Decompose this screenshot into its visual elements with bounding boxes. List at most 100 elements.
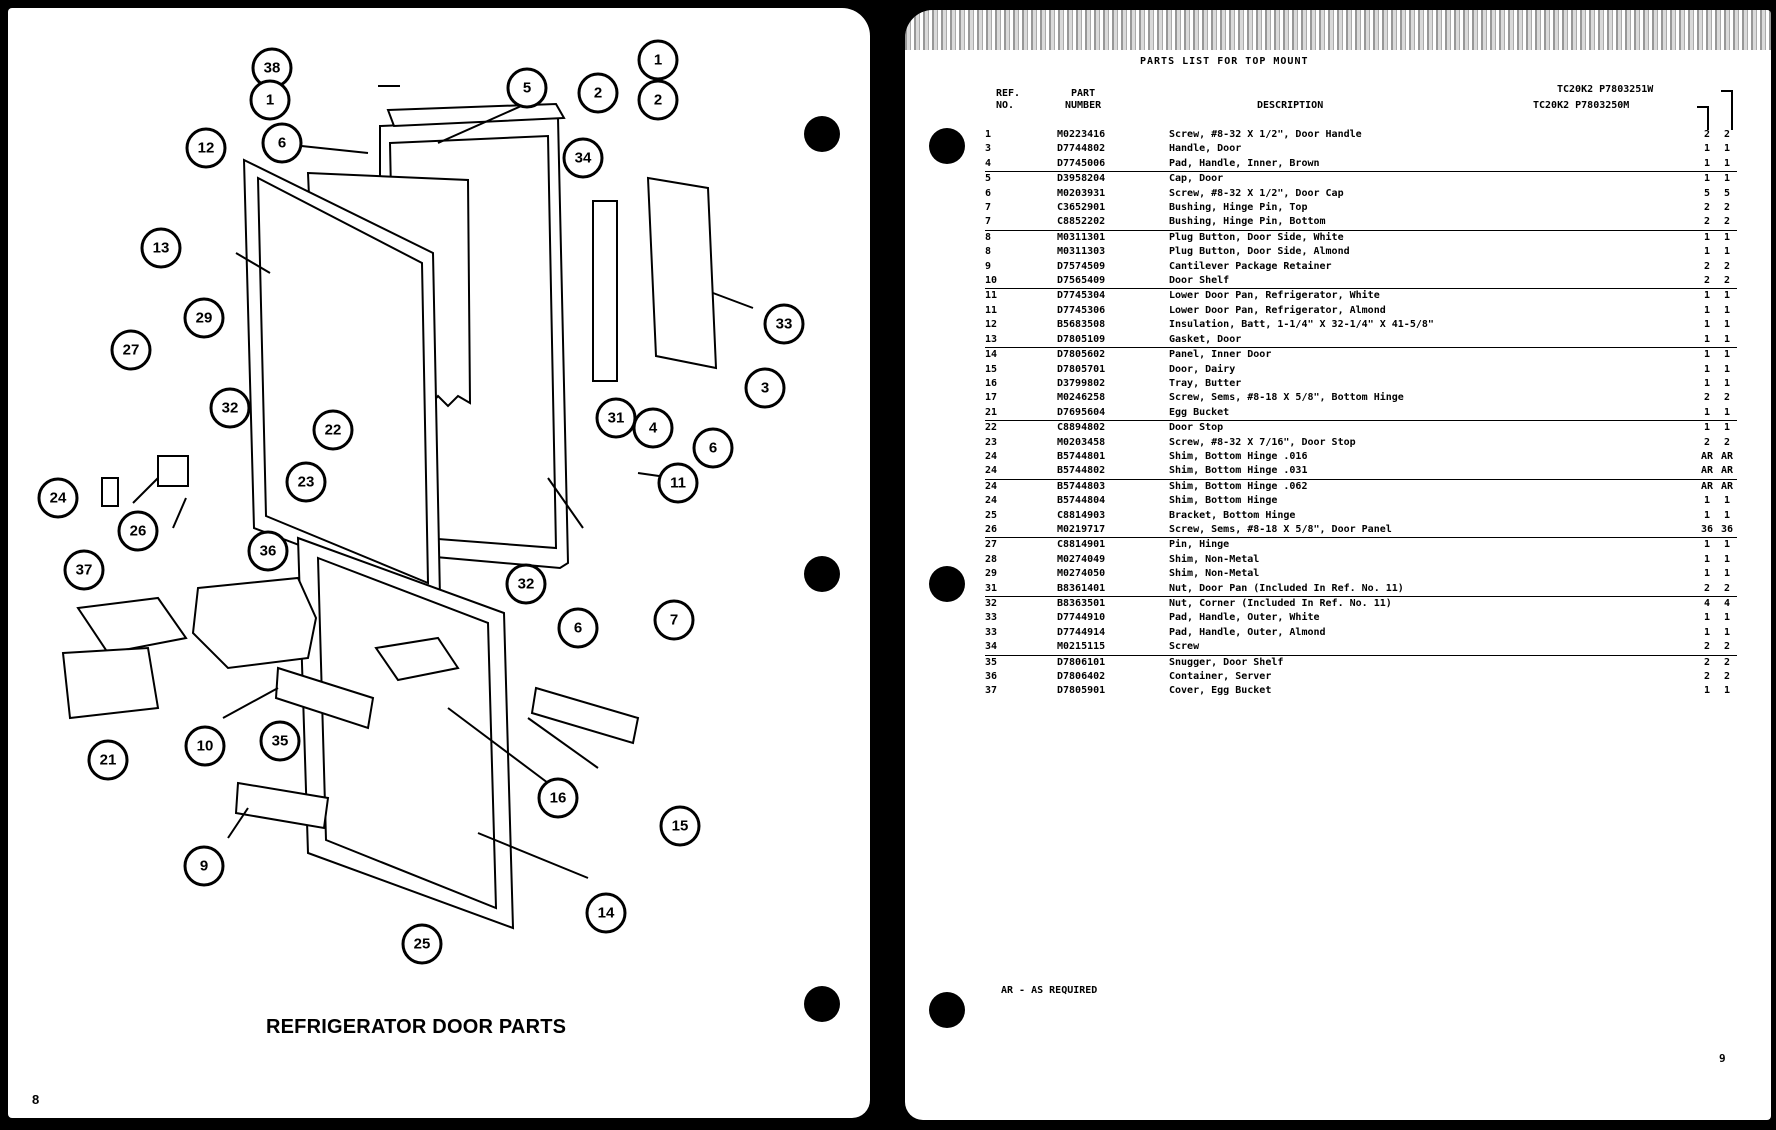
door-handle xyxy=(646,176,718,370)
callout-label: 26 xyxy=(130,523,147,540)
part-number-cell: D7805602 xyxy=(1057,347,1169,363)
qty-model-1-cell: 2 xyxy=(1703,671,1711,683)
part-number-cell: D7695604 xyxy=(1057,406,1106,418)
qty-model-1-cell: 1 xyxy=(1703,304,1711,316)
qty-model-2-cell: 1 xyxy=(1723,304,1731,316)
callout-label: 15 xyxy=(672,818,689,835)
part-number-cell: D7745006 xyxy=(1057,157,1106,169)
qty-model-2-cell: 2 xyxy=(1723,202,1731,214)
part-number-cell: D7744802 xyxy=(1057,143,1106,155)
qty-model-1-cell: 1 xyxy=(1697,537,1717,553)
scan-noise xyxy=(905,10,1771,50)
callout-27: 27 xyxy=(110,329,152,371)
qty-model-2-cell: 1 xyxy=(1723,363,1731,375)
callout-label: 38 xyxy=(264,60,281,77)
qty-model-1-cell: 1 xyxy=(1703,553,1711,565)
part-number-cell: D7805901 xyxy=(1057,685,1106,697)
callout-4: 4 xyxy=(632,407,674,449)
dairy-door xyxy=(530,686,640,745)
ref-cell: 12 xyxy=(985,319,998,331)
part-number-cell: M0311303 xyxy=(1057,246,1106,258)
ref-cell: 16 xyxy=(985,377,998,389)
description-cell: Screw, Sems, #8-18 X 5/8", Bottom Hinge xyxy=(1169,392,1404,404)
qty-model-2-cell: 2 xyxy=(1723,392,1731,404)
part-number-cell: M0246258 xyxy=(1057,392,1106,404)
egg-bucket-cover xyxy=(76,596,188,655)
part-number-cell: D7745306 xyxy=(1057,304,1106,316)
callout-1: 1 xyxy=(637,39,679,81)
callout-35: 35 xyxy=(259,720,301,762)
ref-cell: 24 xyxy=(985,495,998,507)
part-number-cell: B8363501 xyxy=(1057,596,1169,612)
ref-cell: 17 xyxy=(985,392,998,404)
description-cell: Pad, Handle, Outer, Almond xyxy=(1169,626,1326,638)
qty-model-1-cell: 1 xyxy=(1697,420,1717,436)
callout-label: 37 xyxy=(76,562,93,579)
description-cell: Lower Door Pan, Refrigerator, White xyxy=(1169,288,1697,304)
ref-cell: 8 xyxy=(985,229,1057,246)
ref-cell: 24 xyxy=(985,465,998,477)
binder-hole xyxy=(804,986,840,1022)
part-number-cell: M0274050 xyxy=(1057,568,1106,580)
table-row: 17 M0246258 Screw, Sems, #8-18 X 5/8", Bot… xyxy=(985,391,1737,405)
qty-model-1-cell: 36 xyxy=(1700,523,1714,535)
callout-33: 33 xyxy=(763,303,805,345)
description-cell: Shim, Bottom Hinge .031 xyxy=(1169,465,1308,477)
callout-14: 14 xyxy=(585,892,627,934)
callout-label: 3 xyxy=(761,380,769,397)
qty-model-2-cell: 1 xyxy=(1717,288,1737,304)
callout-label: 32 xyxy=(518,576,535,593)
qty-model-1-cell: 1 xyxy=(1703,143,1711,155)
qty-model-2-cell: 36 xyxy=(1720,523,1734,535)
qty-model-2-cell: 1 xyxy=(1723,333,1731,345)
ref-cell: 4 xyxy=(985,157,992,169)
part-number-cell: D7805109 xyxy=(1057,333,1106,345)
butter-tray xyxy=(374,636,460,682)
inner-door-panel-liner xyxy=(316,556,498,910)
description-cell: Bushing, Hinge Pin, Bottom xyxy=(1169,216,1326,228)
description-cell: Door, Dairy xyxy=(1169,363,1236,375)
description-cell: Panel, Inner Door xyxy=(1169,347,1697,363)
callout-label: 25 xyxy=(414,936,431,953)
ref-cell: 26 xyxy=(985,523,998,535)
description-cell: Cover, Egg Bucket xyxy=(1169,685,1272,697)
qty-model-2-cell: 1 xyxy=(1723,143,1731,155)
cantilever-retainer xyxy=(234,781,330,830)
description-cell: Nut, Corner (Included In Ref. No. 11) xyxy=(1169,596,1697,612)
callout-label: 7 xyxy=(670,612,678,629)
callout-29: 29 xyxy=(183,297,225,339)
part-number-cell: B5744803 xyxy=(1057,478,1169,495)
part-number-cell: D7805701 xyxy=(1057,363,1106,375)
callout-31: 31 xyxy=(595,397,637,439)
description-cell: Door Shelf xyxy=(1169,275,1230,287)
ref-cell: 35 xyxy=(985,654,1057,671)
part-number-cell: M0223416 xyxy=(1057,129,1106,140)
description-cell: Screw, Sems, #8-18 X 5/8", Door Panel xyxy=(1169,523,1392,535)
part-number-cell: M0203458 xyxy=(1057,436,1106,448)
header-model-2: TC20K2 P7803250M xyxy=(1533,100,1630,111)
callout-7: 7 xyxy=(653,599,695,641)
part-number-cell: D7806402 xyxy=(1057,671,1106,683)
callout-label: 10 xyxy=(197,738,214,755)
part-number-cell: M0219717 xyxy=(1057,523,1106,535)
qty-model-2-cell: 1 xyxy=(1717,347,1737,363)
ref-cell: 32 xyxy=(985,596,1057,612)
callout-9: 9 xyxy=(183,845,225,887)
qty-model-2-cell: 1 xyxy=(1717,420,1737,436)
description-cell: Bushing, Hinge Pin, Top xyxy=(1169,202,1308,214)
